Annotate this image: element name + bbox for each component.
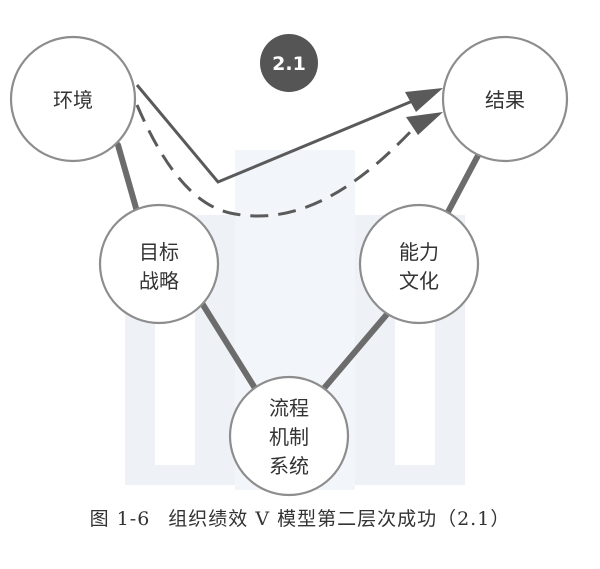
connector-goal-process — [197, 297, 261, 396]
node-label: 结果 — [485, 88, 525, 112]
figure-title: 组织绩效 V 模型第二层次成功（2.1） — [168, 508, 511, 530]
arrow-solid — [135, 84, 443, 184]
node-label: 环境 — [53, 88, 93, 112]
node-label: 流程 — [269, 396, 309, 420]
node-environment: 环境 — [9, 35, 137, 163]
level-badge: 2.1 — [260, 34, 318, 92]
arrow-dashed — [135, 104, 443, 218]
node-label: 机制 — [269, 425, 309, 449]
node-label: 系统 — [269, 454, 309, 478]
node-label: 战略 — [139, 269, 179, 293]
node-goal-strategy: 目标 战略 — [98, 203, 220, 325]
badge-label: 2.1 — [272, 53, 306, 75]
node-process-system: 流程 机制 系统 — [228, 375, 350, 497]
node-result: 结果 — [441, 35, 569, 163]
figure-number: 图 1-6 — [89, 508, 151, 530]
node-label: 文化 — [399, 269, 439, 293]
connector-capability-result — [445, 145, 485, 215]
node-label: 目标 — [139, 240, 179, 264]
node-capability-culture: 能力 文化 — [358, 203, 480, 325]
badge-circle — [260, 34, 318, 92]
connector-environment-goal — [115, 142, 141, 218]
node-label: 能力 — [399, 240, 439, 264]
figure-caption: 图 1-6 组织绩效 V 模型第二层次成功（2.1） — [0, 504, 600, 531]
connector-process-capability — [317, 310, 391, 396]
